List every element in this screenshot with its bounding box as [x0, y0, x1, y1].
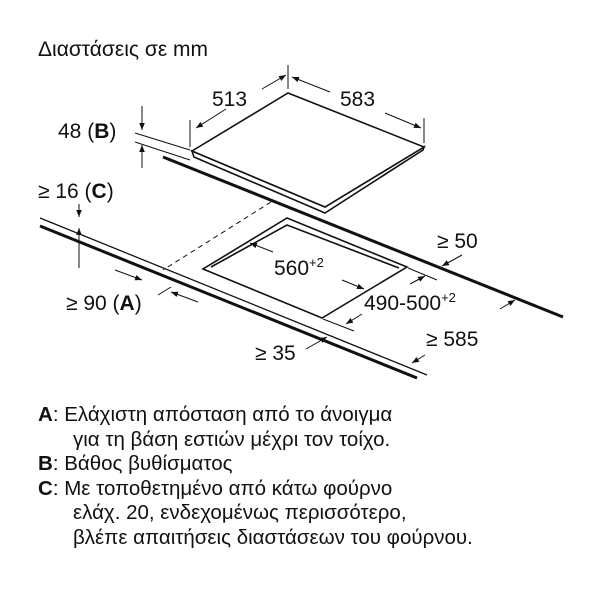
legend-text: Με τοποθετημένο από κάτω φούρνο [64, 476, 393, 500]
legend: A: Ελάχιστη απόσταση από το άνοιγμα για … [38, 403, 473, 551]
cutout-width-label: 560+2 [274, 255, 324, 280]
worktop-thickness-label: ≥ 16 (C) [38, 180, 114, 203]
legend-text: Ελάχιστη απόσταση από το άνοιγμα [64, 403, 393, 426]
legend-text: βλέπε απαιτήσεις διαστάσεων του φούρνου. [73, 525, 473, 549]
legend-text: για τη βάση εστιών μέχρι τον τοίχο. [73, 427, 391, 451]
sink-depth-label: 48 (B) [58, 120, 116, 143]
hob-depth-label: 513 [212, 88, 247, 111]
hob [190, 92, 426, 214]
legend-text: ελάχ. 20, ενδεχομένως περισσότερο, [73, 501, 407, 525]
cutout-depth-label: 490-500+2 [364, 290, 456, 315]
cutout [201, 217, 409, 319]
front-clearance-label: ≥ 35 [255, 342, 296, 365]
legend-key: C [38, 476, 53, 500]
legend-item-a: A: Ελάχιστη απόσταση από το άνοιγμα [38, 403, 393, 426]
legend-text: Βάθος βυθίσματος [64, 452, 233, 476]
worktop-depth-label: ≥ 585 [426, 328, 478, 351]
hob-width-label: 583 [340, 88, 375, 111]
legend-key: B [38, 452, 53, 476]
diagram-title: Διαστάσεις σε mm [38, 38, 208, 61]
legend-key: A [38, 403, 53, 426]
legend-item-c: C: Με τοποθετημένο από κάτω φούρνο [38, 476, 393, 500]
side-clearance-label: ≥ 50 [437, 230, 478, 253]
worktop [39, 155, 564, 380]
legend-item-b: B: Βάθος βυθίσματος [38, 452, 233, 476]
dimension-lines [76, 65, 516, 364]
wall-distance-label: ≥ 90 (A) [66, 292, 142, 315]
